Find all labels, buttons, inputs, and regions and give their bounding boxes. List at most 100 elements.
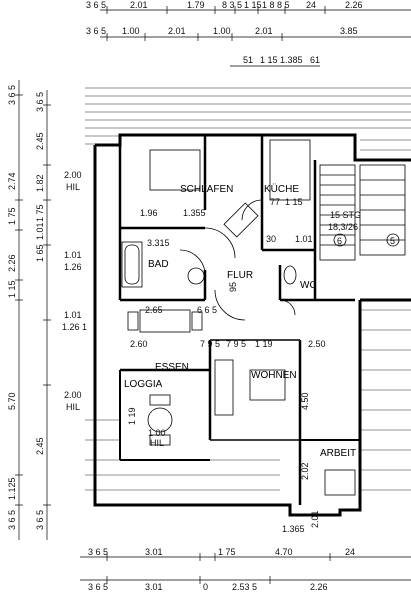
dim-101-left-b: 1.01 bbox=[64, 310, 82, 320]
inner-dimensions: 1.96 1.355 3.315 2.65 6 6 5 2.60 7 9 5 7… bbox=[127, 197, 326, 534]
dim-left-outer: 1 15 bbox=[7, 280, 17, 298]
hil-label: HIL bbox=[66, 402, 80, 412]
inner-dim: 7 9 5 bbox=[226, 339, 246, 349]
roof-hatching bbox=[85, 87, 411, 491]
dim-top-2: 1.00 bbox=[213, 26, 231, 36]
marker-circle-6 bbox=[333, 233, 347, 247]
dim-top-2: 2.01 bbox=[255, 26, 273, 36]
dim-left-inner: 1 75 bbox=[35, 204, 45, 222]
dim-top-3: 1 15 bbox=[260, 55, 278, 65]
dim-top-3: 1.385 bbox=[280, 55, 303, 65]
inner-dim: 2.50 bbox=[308, 339, 326, 349]
room-labels: SCHLAFEN KÜCHE BAD FLUR WC ESSEN WOHNEN … bbox=[124, 183, 356, 459]
inner-dim: 6 6 5 bbox=[197, 305, 217, 315]
dim-bottom-2: 0 bbox=[203, 582, 208, 592]
dim-top-3: 61 bbox=[310, 55, 320, 65]
dim-top-1: 1.79 bbox=[187, 0, 205, 10]
dim-bottom-1: 3 6 5 bbox=[88, 547, 108, 557]
inner-dim: 1.01 bbox=[295, 234, 313, 244]
inner-dim: 4.50 bbox=[300, 392, 310, 410]
dimensions-bottom: 3 6 5 3.01 1 75 4.70 24 3 6 5 3.01 0 2.5… bbox=[88, 547, 355, 592]
inner-dim: 1.96 bbox=[140, 208, 158, 218]
dim-top-2: 1.00 bbox=[122, 26, 140, 36]
dim-left-inner: 1.01 bbox=[35, 222, 45, 240]
inner-dim: 3.315 bbox=[147, 238, 170, 248]
dim-bottom-1: 1 75 bbox=[218, 547, 236, 557]
room-schlafen: SCHLAFEN bbox=[180, 184, 233, 195]
dim-top-2: 2.01 bbox=[168, 26, 186, 36]
dim-bottom-1: 4.70 bbox=[275, 547, 293, 557]
marker-circle-5 bbox=[386, 233, 400, 247]
dim-left-inner: 1.82 bbox=[35, 174, 45, 192]
inner-dim: 30 bbox=[266, 234, 276, 244]
dim-bottom-2: 3 6 5 bbox=[88, 582, 108, 592]
dim-top-1: 2.26 bbox=[345, 0, 363, 10]
dim-left-outer: 2.26 bbox=[7, 254, 17, 272]
inner-dim: 2.02 bbox=[300, 462, 310, 480]
dim-bottom-2: 3.01 bbox=[145, 582, 163, 592]
hil-labels: 2.00 HIL 2.00 HIL 1.01 1.26 1.01 1.26 1 bbox=[62, 170, 87, 412]
room-wc: WC bbox=[300, 280, 317, 291]
inner-dim: 1.365 bbox=[282, 524, 305, 534]
room-loggia: LOGGIA bbox=[124, 379, 163, 390]
dim-left-outer: 1.125 bbox=[7, 477, 17, 500]
dimensions-left: 3 6 5 2.74 1 75 2.26 1 15 5.70 1.125 3 6… bbox=[7, 85, 45, 530]
dim-top-2: 3 6 5 bbox=[86, 26, 106, 36]
room-kueche: KÜCHE bbox=[264, 183, 299, 195]
dim-top-1: 8 3 5 bbox=[222, 0, 242, 10]
dim-200-left: 2.00 bbox=[64, 170, 82, 180]
dim-top-1: 2.01 bbox=[130, 0, 148, 10]
inner-dim: 77 bbox=[270, 197, 280, 207]
inner-dim: 1 15 bbox=[285, 197, 303, 207]
dim-left-outer: 5.70 bbox=[7, 392, 17, 410]
hil-label: HIL bbox=[150, 438, 164, 448]
dim-top-1: 1 15 bbox=[244, 0, 262, 10]
inner-dim: 1 19 bbox=[255, 339, 273, 349]
dim-left-inner: 1 65 bbox=[35, 244, 45, 262]
hil-label: HIL bbox=[66, 182, 80, 192]
dim-left-outer: 2.74 bbox=[7, 172, 17, 190]
inner-dim: 95 bbox=[228, 282, 238, 292]
inner-dim: 1.355 bbox=[183, 208, 206, 218]
dim-left-inner: 2.45 bbox=[35, 132, 45, 150]
inner-dim: 2.65 bbox=[145, 305, 163, 315]
dim-left-outer: 1 75 bbox=[7, 207, 17, 225]
dim-left-outer: 3 6 5 bbox=[7, 85, 17, 105]
stair-ratio: 18,3/26 bbox=[328, 222, 358, 232]
dimensions-top: 3 6 5 2.01 1.79 8 3 5 1 15 1 8 8 5 24 2.… bbox=[86, 0, 363, 65]
room-arbeit: ARBEIT bbox=[320, 448, 356, 459]
inner-dim: 2.01 bbox=[310, 510, 320, 528]
dim-left-inner: 3 6 5 bbox=[35, 92, 45, 112]
dim-top-1: 24 bbox=[306, 0, 316, 10]
dim-126-left: 1.26 bbox=[64, 262, 82, 272]
inner-dim: 1 19 bbox=[127, 407, 137, 425]
dim-200-left-b: 2.00 bbox=[64, 390, 82, 400]
inner-dim: 1 00 bbox=[148, 428, 166, 438]
dim-left-inner: 2.45 bbox=[35, 437, 45, 455]
dim-left-outer: 3 6 5 bbox=[7, 510, 17, 530]
dim-top-1: 1 8 8 5 bbox=[262, 0, 290, 10]
marker-5: 5 bbox=[390, 236, 395, 246]
dim-101-left: 1.01 bbox=[64, 250, 82, 260]
dim-1261-left: 1.26 1 bbox=[62, 322, 87, 332]
inner-dim: 2.60 bbox=[130, 339, 148, 349]
furniture bbox=[121, 139, 406, 496]
dim-bottom-2: 2.26 bbox=[310, 582, 328, 592]
room-bad: BAD bbox=[148, 259, 169, 270]
dim-left-inner: 3 6 5 bbox=[35, 510, 45, 530]
inner-dim: 7 9 5 bbox=[200, 339, 220, 349]
marker-6: 6 bbox=[337, 236, 342, 246]
dim-bottom-1: 3.01 bbox=[145, 547, 163, 557]
walls bbox=[93, 133, 411, 517]
dim-bottom-1: 24 bbox=[345, 547, 355, 557]
dim-top-3: 51 bbox=[243, 55, 253, 65]
dim-bottom-2: 2.53 5 bbox=[232, 582, 257, 592]
dimension-lines bbox=[15, 6, 411, 584]
room-flur: FLUR bbox=[227, 270, 253, 281]
room-essen: ESSEN bbox=[155, 362, 189, 373]
room-wohnen: WOHNEN bbox=[251, 370, 297, 381]
dim-top-1: 3 6 5 bbox=[86, 0, 106, 10]
stair-count: 15 STG bbox=[330, 210, 361, 220]
stair-info: 15 STG 18,3/26 6 5 bbox=[328, 210, 400, 247]
